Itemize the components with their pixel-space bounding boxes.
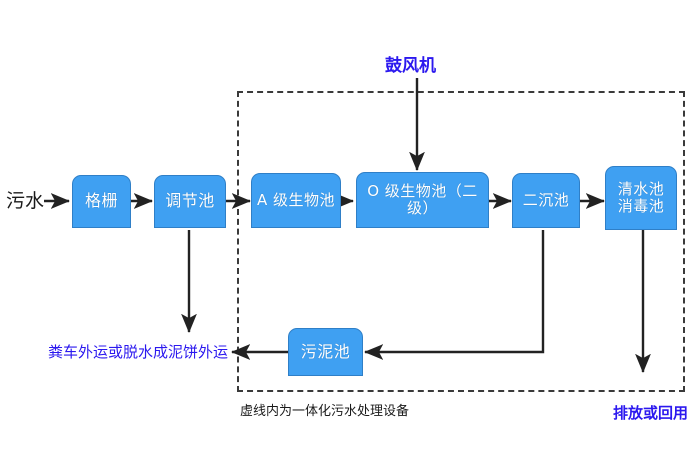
node-sludge-tank[interactable]: 污泥池 [288, 328, 363, 376]
node-grille-label: 格栅 [84, 191, 118, 211]
node-secondary-clarifier-label: 二沉池 [522, 190, 570, 209]
node-a-stage-bioreactor[interactable]: A 级生物池 [251, 173, 341, 228]
sludge-disposal-label: 粪车外运或脱水成泥饼外运 [48, 343, 229, 361]
integrated-equipment-enclosure [237, 91, 685, 392]
node-disinfection-label: 消毒池 [617, 197, 665, 215]
node-o-stage-bioreactor[interactable]: O 级生物池（二级） [356, 172, 489, 228]
node-sludge-tank-label: 污泥池 [300, 341, 351, 361]
blower-label: 鼓风机 [385, 56, 436, 76]
node-clearwater-disinfection-tank[interactable]: 清水池 消毒池 [605, 166, 677, 230]
node-o-stage-bioreactor-label: O 级生物池（二级） [367, 181, 478, 217]
enclosure-caption: 虚线内为一体化污水处理设备 [240, 404, 410, 419]
node-secondary-clarifier[interactable]: 二沉池 [512, 173, 580, 228]
outlet-label: 排放或回用 [613, 404, 689, 422]
node-regulating-tank-label: 调节池 [165, 191, 215, 211]
node-grille[interactable]: 格栅 [72, 175, 131, 228]
node-regulating-tank[interactable]: 调节池 [154, 175, 226, 228]
node-clearwater-label: 清水池 [617, 179, 665, 198]
inlet-label: 污水 [6, 190, 45, 212]
node-a-stage-bioreactor-label: A 级生物池 [256, 190, 336, 209]
